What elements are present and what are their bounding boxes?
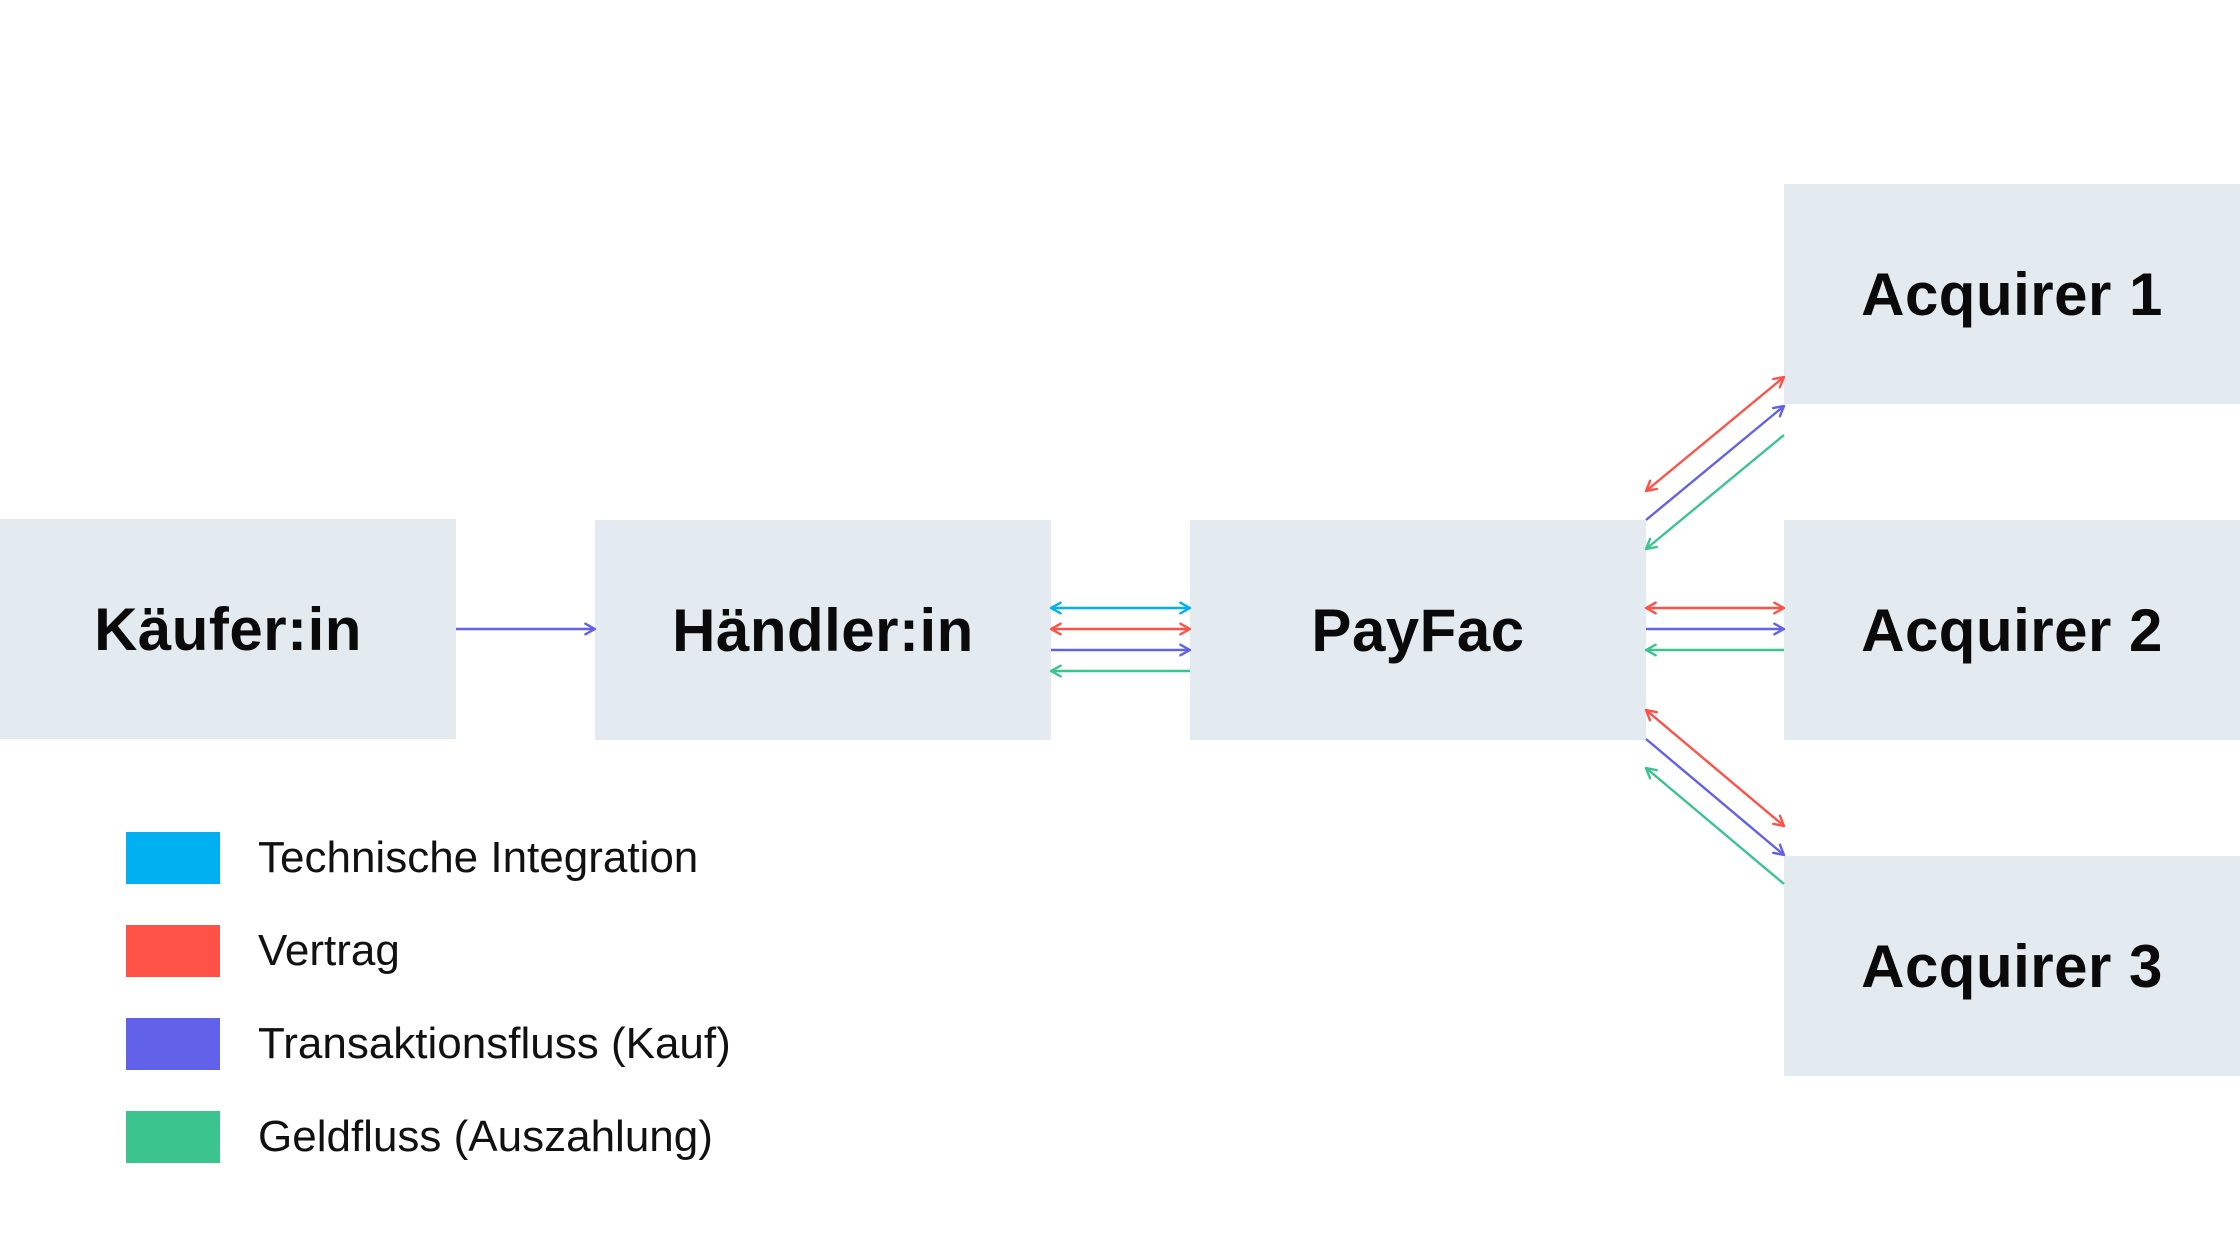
merchant-payfac-technical-arrowhead-end — [1179, 601, 1192, 615]
payfac-acquirer1-money-arrowhead-start — [1644, 537, 1659, 551]
payfac-acquirer3-contract-arrowhead-end — [1772, 814, 1786, 828]
node-merchant-label: Händler:in — [672, 596, 974, 664]
legend-item-transaction: Transaktionsfluss (Kauf) — [126, 1018, 731, 1070]
merchant-payfac-transaction-arrowhead-end — [1179, 643, 1192, 657]
payfac-acquirer1-money-arrow — [1645, 434, 1785, 550]
node-buyer: Käufer:in — [0, 519, 456, 739]
payfac-acquirer1-contract-arrowhead-start — [1644, 479, 1659, 493]
buyer-merchant-transaction-arrowhead-end — [584, 622, 597, 636]
node-merchant: Händler:in — [595, 520, 1051, 740]
legend-item-money: Geldfluss (Auszahlung) — [126, 1111, 713, 1163]
payfac-acquirer3-money-arrowhead-start — [1644, 766, 1658, 780]
legend-label-technical: Technische Integration — [258, 833, 699, 882]
payfac-acquirer2-money-arrowhead-start — [1644, 643, 1657, 657]
payfac-acquirer2-transaction-arrowhead-end — [1773, 622, 1786, 636]
payfac-acquirer2-contract-arrowhead-start — [1644, 601, 1657, 615]
payfac-acquirer1-transaction-arrow — [1645, 405, 1785, 521]
node-acquirer-1: Acquirer 1 — [1784, 184, 2240, 404]
payfac-acquirer1-contract-arrow — [1645, 376, 1785, 492]
merchant-payfac-contract-arrowhead-start — [1049, 622, 1062, 636]
money-swatch-icon — [126, 1111, 220, 1163]
payfac-acquirer1-contract-arrowhead-end — [1771, 375, 1786, 389]
merchant-payfac-money-arrowhead-start — [1049, 664, 1062, 678]
legend-label-transaction: Transaktionsfluss (Kauf) — [258, 1019, 731, 1068]
node-acquirer-2: Acquirer 2 — [1784, 520, 2240, 740]
node-acquirer-1-label: Acquirer 1 — [1861, 260, 2163, 328]
payfac-acquirer3-money-arrow — [1645, 767, 1785, 885]
legend-label-money: Geldfluss (Auszahlung) — [258, 1112, 713, 1161]
node-acquirer-2-label: Acquirer 2 — [1861, 596, 2163, 664]
payfac-acquirer3-contract-arrowhead-start — [1644, 708, 1658, 722]
transaction-swatch-icon — [126, 1018, 220, 1070]
merchant-payfac-contract-arrowhead-end — [1179, 622, 1192, 636]
payfac-acquirer3-transaction-arrowhead-end — [1772, 843, 1786, 857]
node-acquirer-3: Acquirer 3 — [1784, 856, 2240, 1076]
node-payfac-label: PayFac — [1311, 596, 1525, 664]
payfac-acquirer3-contract-arrow — [1645, 709, 1785, 827]
payfac-acquirer2-contract-arrowhead-end — [1773, 601, 1786, 615]
payfac-acquirer1-transaction-arrowhead-end — [1771, 404, 1786, 418]
node-acquirer-3-label: Acquirer 3 — [1861, 932, 2163, 1000]
merchant-payfac-technical-arrowhead-start — [1049, 601, 1062, 615]
contract-swatch-icon — [126, 925, 220, 977]
node-payfac: PayFac — [1190, 520, 1646, 740]
technical-swatch-icon — [126, 832, 220, 884]
legend-label-contract: Vertrag — [258, 926, 400, 975]
payfac-acquirer3-transaction-arrow — [1645, 738, 1785, 856]
legend-item-contract: Vertrag — [126, 925, 400, 977]
node-buyer-label: Käufer:in — [94, 595, 362, 663]
legend-item-technical: Technische Integration — [126, 832, 698, 884]
